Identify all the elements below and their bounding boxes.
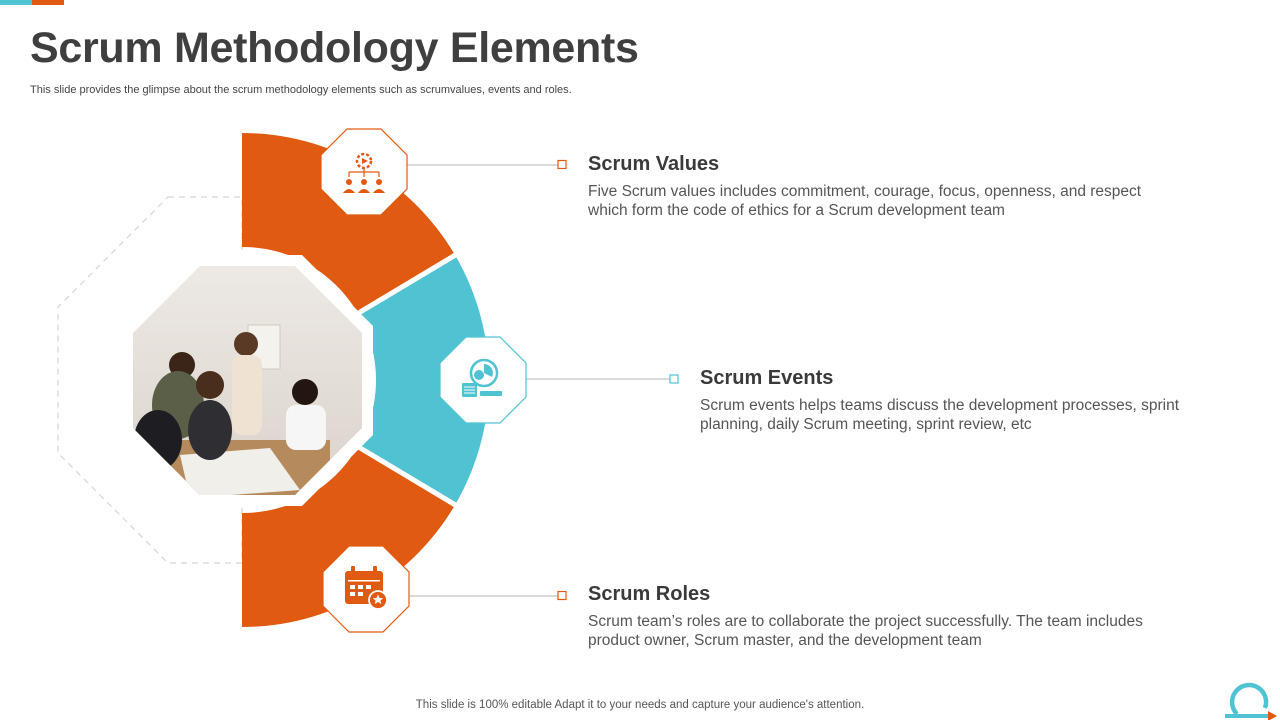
connector-marker-values — [557, 159, 567, 170]
badge-values — [320, 128, 408, 216]
team-meeting-photo — [133, 266, 362, 495]
dashed-octagon-outline — [57, 196, 243, 564]
element-title-roles: Scrum Roles — [588, 583, 711, 605]
element-title-events: Scrum Events — [700, 367, 834, 389]
badge-roles — [322, 545, 410, 633]
segment-values — [242, 133, 454, 312]
connector-marker-events — [669, 374, 679, 384]
top-accent-orange — [32, 0, 64, 5]
connector-marker-roles — [557, 590, 567, 601]
footer-note: This slide is 100% editable Adapt it to … — [415, 699, 865, 711]
element-roles: Scrum Roles Scrum team’s roles are to co… — [588, 583, 1168, 650]
page-subtitle: This slide provides the glimpse about th… — [30, 84, 572, 96]
segment-roles — [242, 448, 454, 627]
element-title-values: Scrum Values — [588, 153, 720, 175]
team-gear-icon — [343, 152, 385, 193]
presentation-chart-icon — [462, 358, 502, 397]
element-description-events: Scrum events helps teams discuss the dev… — [700, 397, 1180, 433]
page-title: Scrum Methodology Elements — [30, 24, 639, 72]
calendar-star-icon — [345, 566, 388, 610]
element-description-values: Five Scrum values includes commitment, c… — [588, 183, 1142, 219]
element-values: Scrum Values Five Scrum values includes … — [588, 153, 1168, 220]
brand-logo-icon — [1225, 682, 1277, 720]
segment-events — [359, 257, 489, 503]
badge-events — [439, 336, 527, 424]
element-events: Scrum Events Scrum events helps teams di… — [700, 367, 1200, 434]
top-accent-teal — [0, 0, 32, 5]
element-description-roles: Scrum team’s roles are to collaborate th… — [588, 613, 1143, 649]
